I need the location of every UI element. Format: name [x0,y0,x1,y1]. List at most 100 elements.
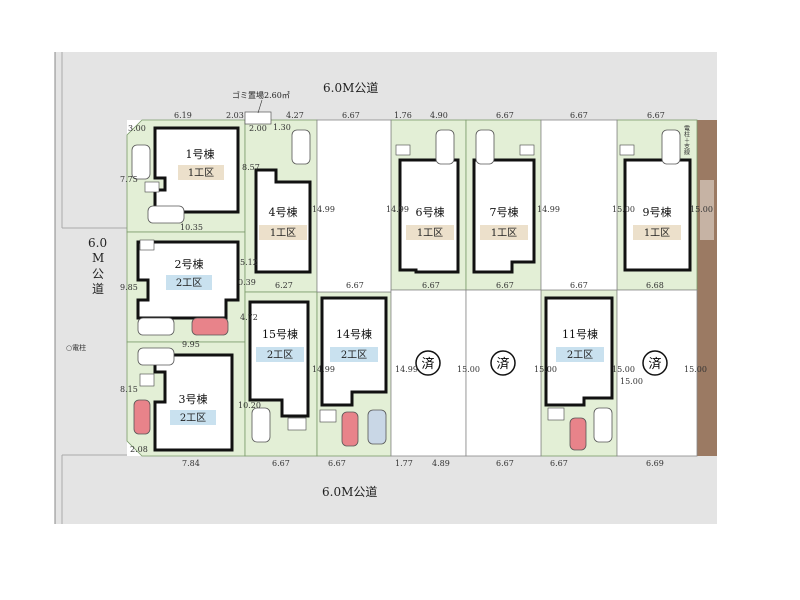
dim: 2.08 [130,445,148,454]
stair [619,144,635,156]
dim: 6.19 [174,111,192,120]
dim: 5.12 [240,258,258,267]
stairs [139,144,635,431]
zone-badge-h2 [166,275,212,290]
dim: 10.20 [238,401,261,410]
stair [547,407,565,421]
stair [139,239,155,251]
car-icon [661,129,681,165]
dim: 6.67 [570,111,588,120]
dim: 15.00 [690,205,713,214]
svg-text:公: 公 [92,267,104,281]
house-label-h15: 15号棟 [262,327,298,341]
zone-label-h1: 1工区 [188,167,214,179]
dim: 6.67 [272,459,290,468]
zone-label-h4: 1工区 [270,227,296,239]
dim: 6.67 [496,281,514,290]
dim: 8.15 [120,385,138,394]
dim: 4.89 [432,459,450,468]
dim: 6.67 [422,281,440,290]
garbage-area [244,111,272,125]
sold-mark: 済 [648,356,661,372]
dim: 10.35 [180,223,203,232]
car-icon [593,407,613,443]
house-6-outline [398,158,460,274]
car-icon [435,129,455,165]
dim: 6.69 [646,459,664,468]
road-top-label: 6.0M公道 [323,81,378,95]
sold-mark-circle [415,350,441,376]
zone-label-h3: 2工区 [180,412,206,424]
road-left-width: 6.0 [88,236,107,250]
zone-badge-h1 [178,165,224,180]
house-label-h7: 7号棟 [490,205,519,219]
dim: 6.27 [275,281,293,290]
zone-badge-h4 [259,225,307,240]
pole-left-label: ○電柱 [66,343,86,352]
dim: 6.68 [646,281,664,290]
car-red-icon [191,317,229,336]
car-red-icon [133,399,151,435]
zone-badge-h15 [256,347,304,362]
neighbor-photo [697,120,717,456]
dim: 2.03 [226,111,244,120]
dim: 9.85 [120,283,138,292]
dim: 14.99 [312,365,335,374]
dim: 14.99 [537,205,560,214]
car-icon [291,129,311,165]
zone-label-h2: 2工区 [176,277,202,289]
zone-badge-h9 [633,225,681,240]
dim: 1.77 [395,459,413,468]
dim: 15.00 [612,365,635,374]
garbage-label: ゴミ置場2.60㎡ [232,90,290,100]
sold-marks: 済 済 済 [415,350,668,376]
stair [519,144,535,156]
house-label-h6: 6号棟 [416,205,445,219]
dim: 6.67 [496,459,514,468]
svg-text:道: 道 [92,282,104,296]
car-red-icon [341,411,359,447]
house-labels: 1号棟 2号棟 3号棟 4号棟 6号棟 7号棟 9号棟 15号棟 14号棟 11… [175,147,672,406]
dim: 4.90 [430,111,448,120]
garbage-leader [257,99,263,114]
house-label-h3: 3号棟 [179,392,208,406]
car-icon [147,205,185,224]
zone-badges [166,165,681,425]
dim: 15.00 [620,377,643,386]
dim: 14.99 [395,365,418,374]
car-icon [137,347,175,366]
dim: 6.67 [647,111,665,120]
pole-right-label: 電柱＋支線 [683,125,690,155]
house-label-h2: 2号棟 [175,257,204,271]
stair [395,144,411,156]
car-icon [137,317,175,336]
dim: 15.00 [612,205,635,214]
stair [319,409,337,423]
house-label-h1: 1号棟 [186,147,215,161]
zone-label-h9: 1工区 [644,227,670,239]
house-7-outline [472,158,536,274]
dim: 7.75 [120,175,138,184]
dim: 6.67 [496,111,514,120]
car-icon [367,409,387,445]
zone-label-h6: 1工区 [417,227,443,239]
zone-badge-h14 [330,347,378,362]
car-icon [251,407,271,443]
dim: 8.57 [242,163,260,172]
cars [131,129,681,451]
dim: 3.00 [128,124,146,133]
dim: 0.39 [238,278,256,287]
zone-badge-h7 [480,225,528,240]
dim: 4.27 [286,111,304,120]
car-icon [131,144,151,180]
house-label-h11: 11号棟 [562,327,598,341]
dim: 9.95 [182,340,200,349]
dimension-labels: 3.00 6.19 2.03 4.27 6.67 1.76 4.90 6.67 … [120,111,713,468]
road-left-kind: 公 道 [92,267,104,296]
sold-mark-circle [490,350,516,376]
house-label-h14: 14号棟 [336,327,372,341]
lot-5 [316,119,392,293]
house-3-outline [153,353,234,452]
dim: 15.00 [534,365,557,374]
